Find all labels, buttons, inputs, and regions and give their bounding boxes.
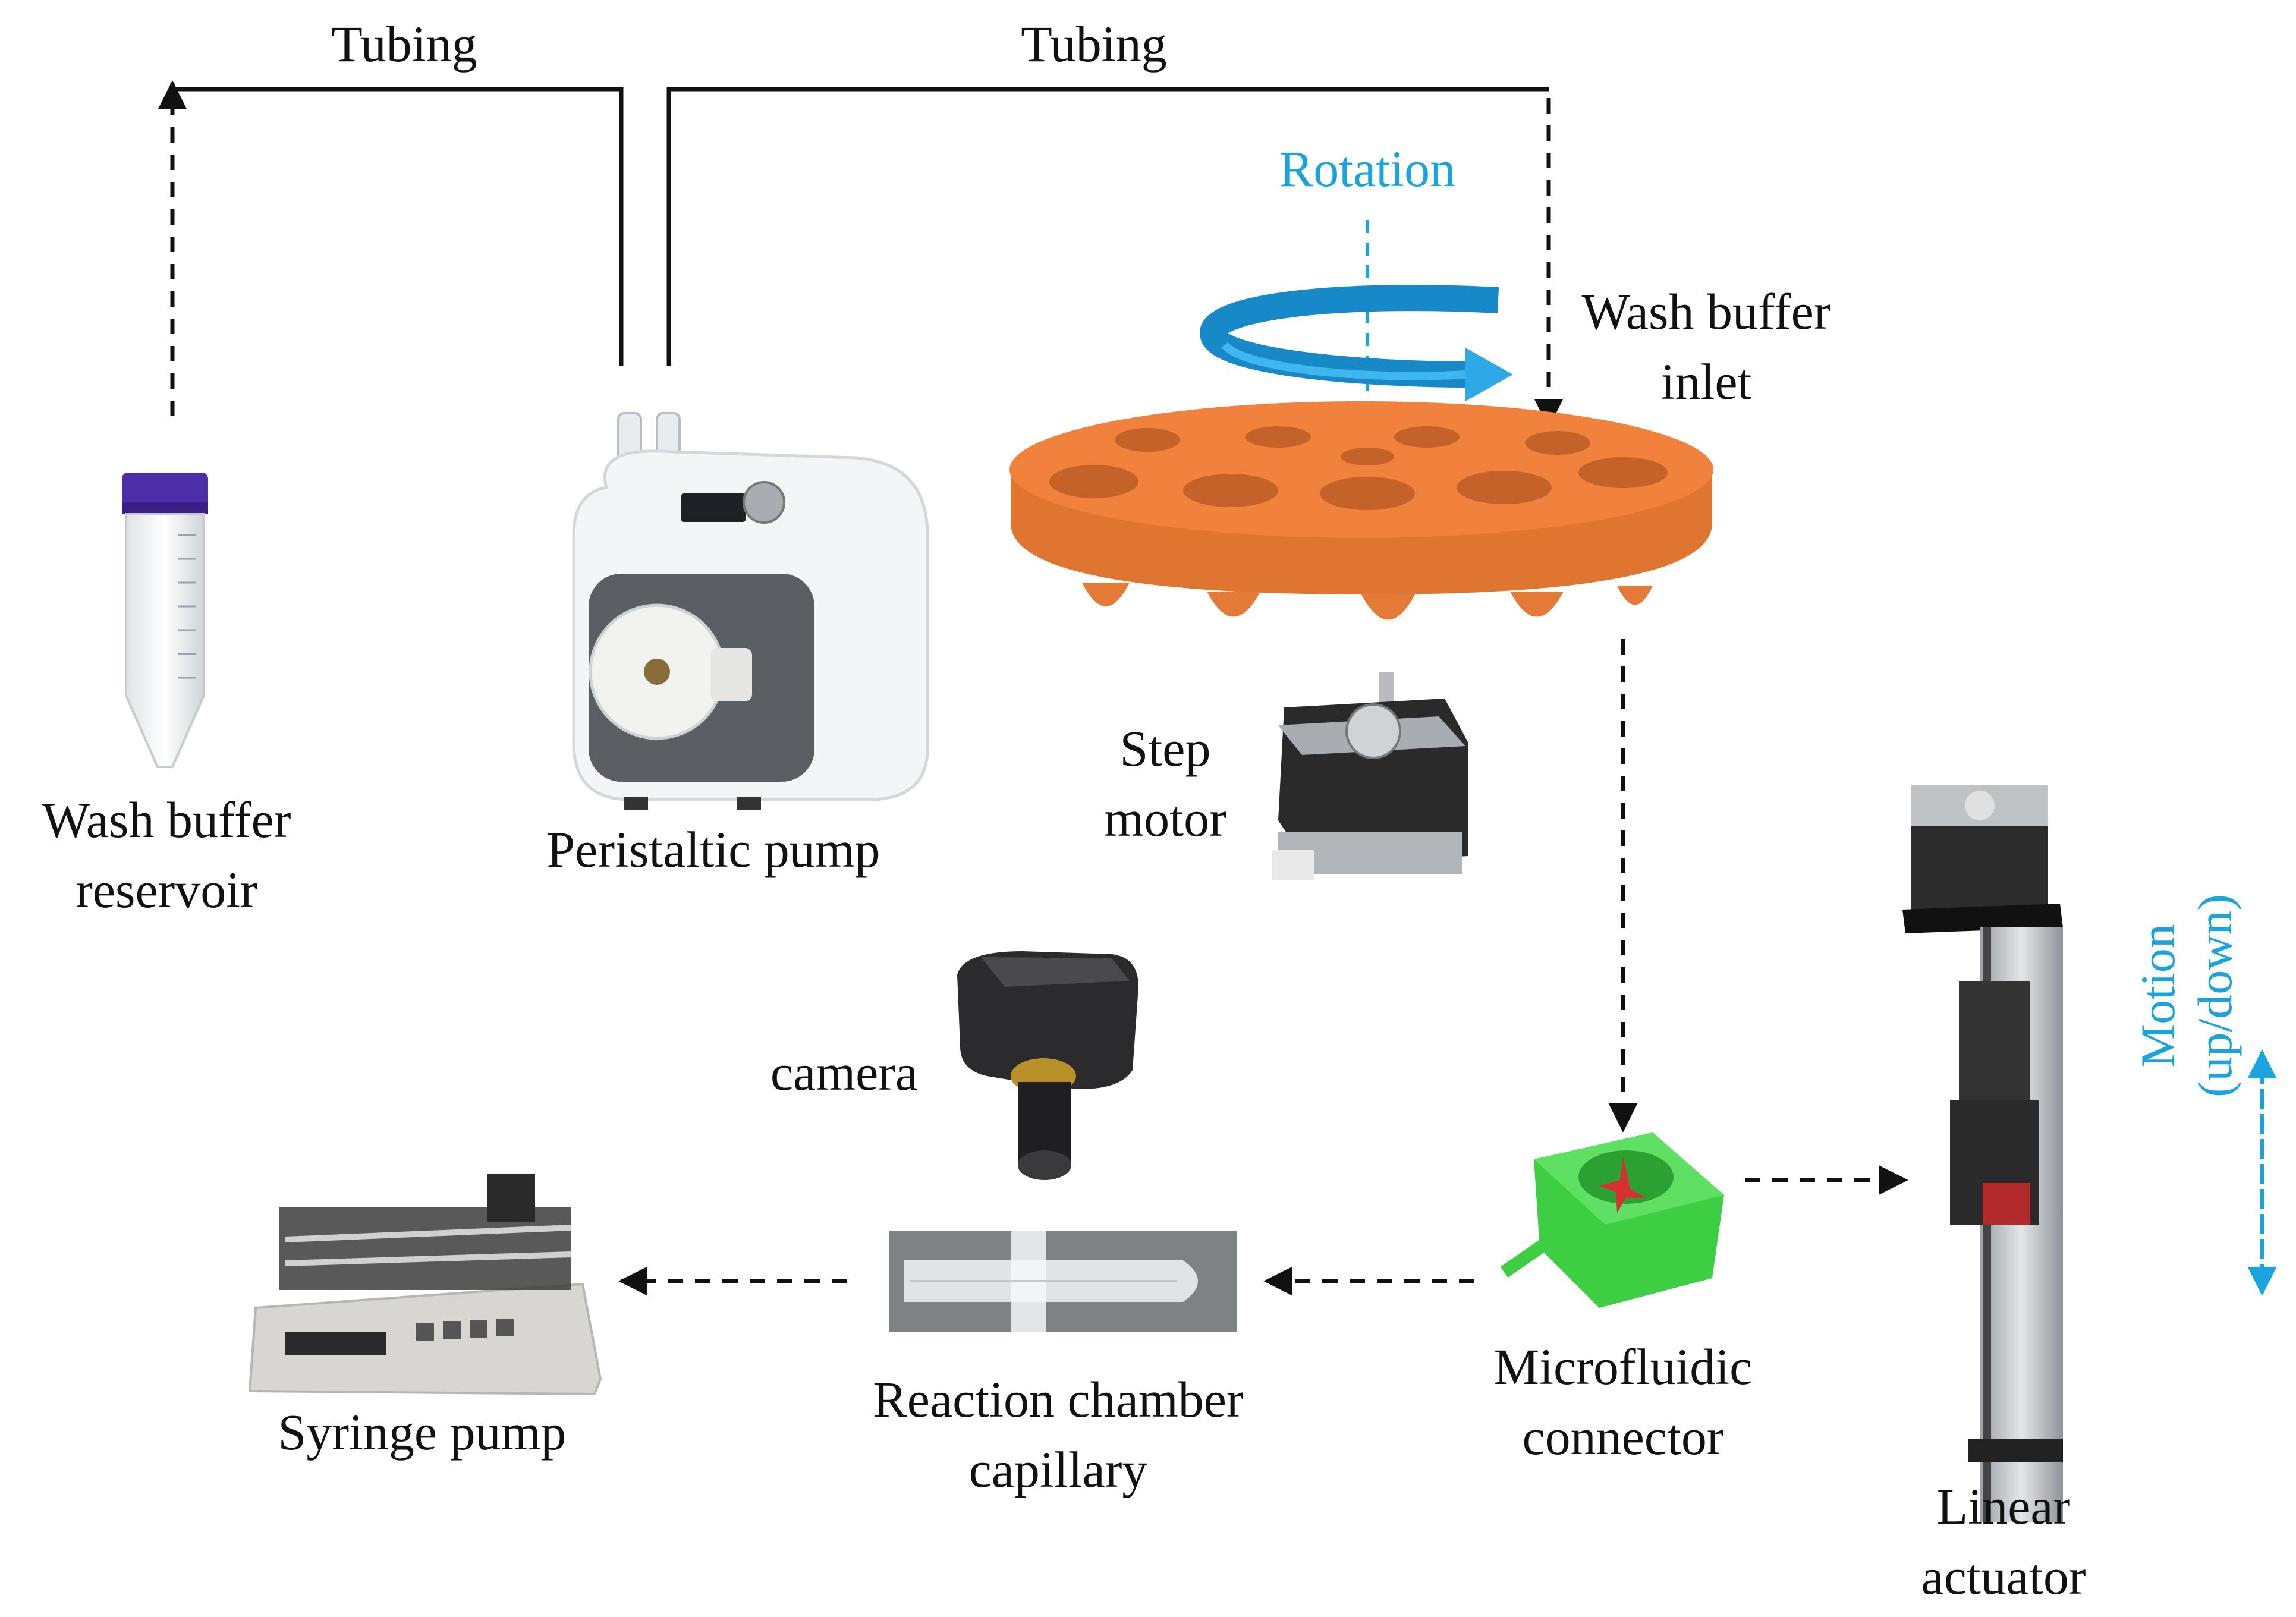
reaction-chamber-label: Reaction chamber capillary (820, 1364, 1296, 1505)
tubing-line-left (172, 87, 624, 366)
step-motor-label: Step motor (1070, 713, 1260, 854)
microfluidic-connector-device (1500, 1132, 1724, 1308)
camera-device (957, 951, 1138, 1180)
microfluidic-connector-line2: connector (1522, 1408, 1724, 1465)
reaction-chamber-capillary-image (889, 1231, 1237, 1332)
peristaltic-pump-device (572, 412, 929, 810)
linear-actuator-line1: Linear (1936, 1478, 2071, 1535)
tubing-line-right (666, 87, 1549, 366)
rotation-label: Rotation (1279, 140, 1456, 197)
linear-actuator-device (1902, 785, 2063, 1522)
step-motor-device (1272, 672, 1468, 880)
rotation-indicator (1199, 220, 1513, 416)
tubing-label-right: Tubing (1021, 15, 1167, 73)
step-motor-line1: Step (1119, 720, 1211, 777)
wash-buffer-reservoir-label: Wash buffer reservoir (12, 785, 321, 925)
tubing-label-left: Tubing (331, 15, 477, 73)
wash-buffer-inlet-label: Wash buffer inlet (1558, 276, 1855, 417)
step-motor-line2: motor (1104, 790, 1226, 847)
linear-actuator-label: Linear actuator (1861, 1471, 2146, 1612)
microfluidic-connector-line1: Microfluidic (1493, 1338, 1753, 1395)
camera-label: camera (770, 1044, 919, 1101)
wash-buffer-reservoir-line1: Wash buffer (42, 791, 291, 848)
sample-carousel (1009, 401, 1713, 620)
syringe-pump-label: Syringe pump (278, 1404, 567, 1461)
microfluidic-connector-label: Microfluidic connector (1445, 1332, 1801, 1472)
wash-buffer-inlet-line2: inlet (1660, 353, 1752, 410)
motion-label: Motion (up/down) (2130, 889, 2284, 1103)
linear-actuator-line2: actuator (1921, 1548, 2086, 1605)
syringe-pump-device (248, 1174, 602, 1396)
wash-buffer-inlet-line1: Wash buffer (1581, 283, 1831, 340)
peristaltic-pump-label: Peristaltic pump (546, 821, 880, 878)
reaction-chamber-line1: Reaction chamber (873, 1371, 1244, 1428)
motion-line2: (up/down) (2188, 894, 2242, 1097)
motion-line1: Motion (2131, 924, 2185, 1068)
wash-buffer-reservoir-line2: reservoir (76, 861, 257, 918)
wash-buffer-reservoir-tube (122, 473, 208, 768)
reaction-chamber-line2: capillary (968, 1441, 1148, 1498)
